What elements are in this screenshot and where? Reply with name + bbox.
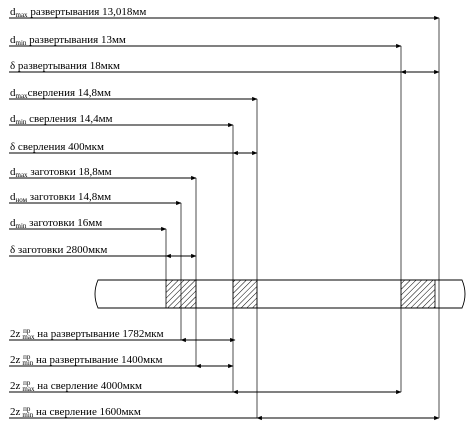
- label-s-delta: δ сверления 400мкм: [10, 141, 104, 153]
- blank-dimensions: [9, 175, 197, 366]
- zone-drilling: [232, 279, 258, 309]
- label-z-dnom: dном заготовки 14,8мм: [10, 191, 111, 204]
- drilling-dimensions: [9, 96, 258, 418]
- allowance-dimensions: [9, 337, 440, 421]
- label-z-dmax: dmax заготовки 18,8мм: [10, 166, 112, 179]
- reaming-dimensions: [9, 15, 440, 418]
- zone-reaming: [400, 279, 436, 309]
- label-s-dmin: dmin сверления 14,4мм: [10, 113, 113, 126]
- label-r-delta: δ развертывания 18мкм: [10, 60, 120, 72]
- label-z-delta: δ заготовки 2800мкм: [10, 244, 107, 256]
- label-z-dmin: dmin заготовки 16мм: [10, 217, 102, 230]
- workpiece-outline: [94, 279, 466, 309]
- label-r-dmin: dmin развертывания 13мм: [10, 34, 126, 47]
- dimension-labels: dmax развертывания 13,018мм dmin разверт…: [10, 6, 146, 256]
- label-s-dmax: dmaxсверления 14,8мм: [10, 87, 111, 100]
- workpiece: [94, 279, 466, 309]
- label-r-dmax: dmax развертывания 13,018мм: [10, 6, 146, 19]
